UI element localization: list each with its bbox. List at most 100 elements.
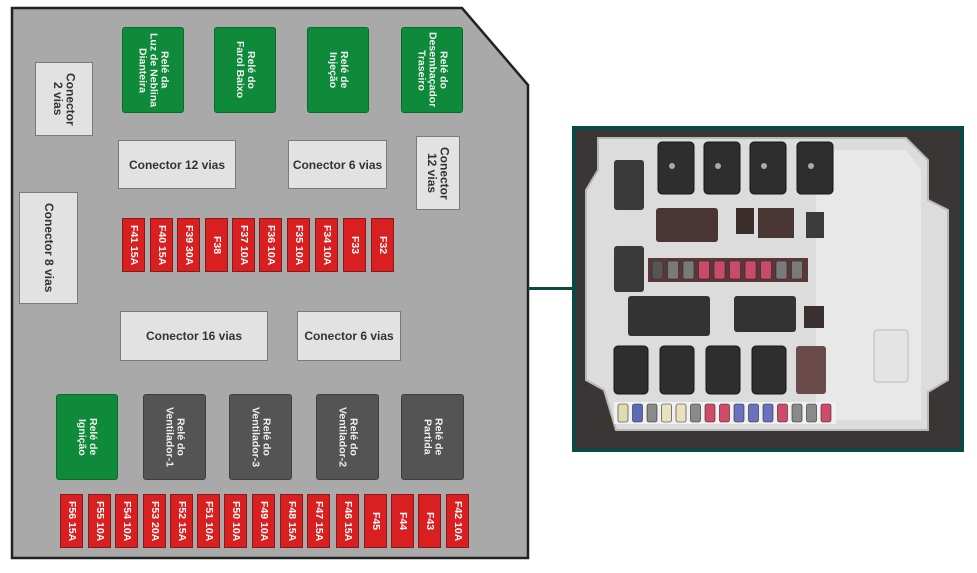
fuse-label: F54 10A: [121, 500, 133, 542]
fuse-f48: F48 15A: [280, 494, 303, 548]
photo-fuse: [729, 260, 741, 280]
relay-fan-2-label: Relé do Ventilador-2: [336, 406, 360, 468]
photo-fuse: [733, 403, 745, 423]
fuse-label: F55 10A: [94, 500, 106, 542]
photo-fuse: [690, 403, 701, 423]
connector-6-vias-mid-label: Conector 6 vias: [304, 329, 394, 343]
photo-fuse: [806, 403, 817, 423]
photo-fuse: [820, 403, 832, 423]
photo-fuse: [744, 260, 757, 280]
photo-fuse: [682, 260, 695, 280]
photo-fuse: [651, 260, 664, 280]
relay-starter-label: Relé de Partida: [421, 418, 445, 456]
fuse-label: F51 10A: [203, 500, 215, 542]
fuse-f43: F43: [418, 494, 441, 548]
fuse-label: F48 15A: [286, 500, 298, 542]
leader-line: [528, 287, 574, 290]
fuse-label: F40 15A: [156, 224, 168, 266]
fuse-f34: F34 10A: [315, 218, 338, 272]
photo-top-relays: [657, 141, 834, 195]
fuse-label: F39 30A: [183, 224, 195, 266]
fuse-f37: F37 10A: [232, 218, 255, 272]
photo-fuse: [675, 403, 687, 423]
photo-fuse: [661, 403, 672, 423]
fuse-label: F41 15A: [128, 224, 140, 266]
fuse-f47: F47 15A: [307, 494, 330, 548]
fuse-f39: F39 30A: [177, 218, 200, 272]
fuse-f42: F42 10A: [446, 494, 469, 548]
photo-fuse: [704, 403, 716, 423]
fuse-f32: F32: [371, 218, 394, 272]
fuse-f40: F40 15A: [150, 218, 173, 272]
fuse-f52: F52 15A: [170, 494, 193, 548]
relay-fan-3-label: Relé do Ventilador-3: [249, 406, 273, 468]
connector-8-vias-label: Conector 8 vias: [41, 203, 56, 293]
photo-fuse: [791, 260, 803, 280]
relay-injection: Relé de Injeção: [307, 27, 369, 113]
fuse-label: F47 15A: [313, 500, 325, 542]
connector-12-vias-right: Conector 12 vias: [416, 136, 460, 210]
connector-6-vias-top: Conector 6 vias: [288, 140, 387, 189]
fuse-f36: F36 10A: [259, 218, 282, 272]
fuse-label: F37 10A: [238, 224, 250, 266]
connector-2-vias-label: Conector 2 vias: [51, 72, 78, 126]
fuse-f33: F33: [343, 218, 366, 272]
connector-8-vias: Conector 8 vias: [19, 192, 78, 304]
fuse-label: F33: [349, 235, 361, 255]
photo-fuse: [760, 260, 772, 280]
connector-6-vias-top-label: Conector 6 vias: [292, 157, 383, 172]
fuse-f38: F38: [205, 218, 228, 272]
photo-fuse: [791, 403, 803, 423]
fuse-label: F32: [377, 235, 389, 255]
connector-6-vias-mid: Conector 6 vias: [297, 311, 401, 361]
fuse-f46: F46 15A: [336, 494, 359, 548]
fuse-f55: F55 10A: [88, 494, 111, 548]
photo-fuse: [698, 260, 710, 280]
fuse-f53: F53 20A: [143, 494, 166, 548]
fuse-box-photo: [572, 126, 964, 452]
fuse-f50: F50 10A: [224, 494, 247, 548]
photo-fuse: [777, 403, 788, 423]
connector-2-vias: Conector 2 vias: [35, 62, 93, 136]
relay-low-beam: Relé do Farol Baixo: [214, 27, 276, 113]
connector-12-vias-top-label: Conector 12 vias: [128, 157, 226, 172]
photo-fuse: [632, 403, 643, 423]
photo-fuse: [617, 403, 629, 423]
fuse-label: F52 15A: [176, 500, 188, 542]
fuse-label: F46 15A: [342, 500, 354, 542]
fuse-f41: F41 15A: [122, 218, 145, 272]
relay-fan-1: Relé do Ventilador-1: [143, 394, 206, 480]
relay-starter: Relé de Partida: [401, 394, 464, 480]
photo-bottom-relays: [613, 345, 826, 395]
fuse-f54: F54 10A: [115, 494, 138, 548]
relay-injection-label: Relé de Injeção: [327, 51, 351, 89]
fuse-f35: F35 10A: [287, 218, 310, 272]
fuse-label: F44: [397, 511, 409, 531]
fuse-label: F35 10A: [293, 224, 305, 266]
relay-fan-2: Relé do Ventilador-2: [316, 394, 379, 480]
relay-rear-defroster-label: Relé do Desembaçador Traseiro: [415, 32, 450, 108]
photo-fuse: [713, 260, 726, 280]
relay-fan-1-label: Relé do Ventilador-1: [163, 406, 187, 468]
relay-ignition-label: Relé de Ignição: [76, 418, 100, 456]
photo-fuse-row-middle: [648, 258, 808, 282]
fuse-f44: F44: [391, 494, 414, 548]
fuse-f49: F49 10A: [252, 494, 275, 548]
connector-12-vias-top: Conector 12 vias: [118, 140, 236, 189]
relay-fan-3: Relé do Ventilador-3: [229, 394, 292, 480]
photo-fuse-row-bottom: [614, 402, 836, 424]
fuse-label: F43: [424, 511, 436, 531]
photo-fuse: [719, 403, 730, 423]
relay-low-beam-label: Relé do Farol Baixo: [234, 41, 258, 99]
fuse-label: F53 20A: [149, 500, 161, 542]
fuse-label: F34 10A: [321, 224, 333, 266]
fuse-label: F50 10A: [230, 500, 242, 542]
photo-fuse: [646, 403, 658, 423]
photo-fuse: [667, 260, 679, 280]
fuse-f51: F51 10A: [197, 494, 220, 548]
fuse-label: F49 10A: [258, 500, 270, 542]
fuse-label: F42 10A: [452, 500, 464, 542]
connector-16-vias-label: Conector 16 vias: [145, 329, 243, 343]
connector-16-vias: Conector 16 vias: [120, 311, 268, 361]
fuse-label: F36 10A: [265, 224, 277, 266]
